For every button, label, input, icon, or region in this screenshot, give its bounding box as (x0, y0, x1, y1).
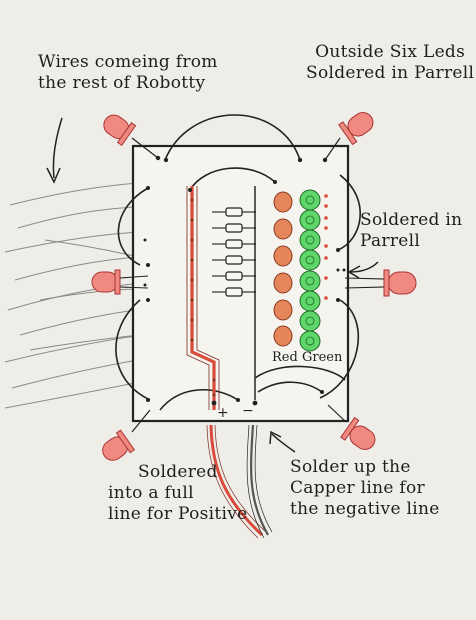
green-led-highlights (305, 195, 315, 346)
led-top-right (338, 112, 374, 146)
parallel-jumper-wires (115, 114, 362, 411)
red-column-label: Red (272, 350, 298, 365)
led-left-middle (91, 269, 121, 295)
resistors (225, 207, 243, 297)
positive-symbol: + (217, 405, 229, 421)
wires-note-line-1: Wires comeing from (38, 52, 218, 72)
green-column-label: Green (302, 350, 343, 365)
soldered-parallel-note-line-1: Soldered in (360, 210, 463, 230)
positive-rail (190, 186, 216, 410)
positive-lead-wire (209, 424, 264, 537)
led-bottom-left (102, 429, 136, 461)
green-led-column (299, 189, 321, 352)
outside-leds-note-line-1: Outside Six Leds (315, 42, 466, 62)
solder-points (143, 155, 346, 406)
outside-leds (91, 112, 417, 461)
annotation-arrows (46, 117, 379, 453)
negative-lead-outline (246, 424, 273, 539)
soldered-parallel-note: Soldered in Parrell (360, 210, 462, 252)
led-bottom-right (340, 416, 376, 450)
wires-note-line-2: the rest of Robotty (38, 73, 206, 93)
negative-note-line-1: Solder up the (290, 457, 411, 477)
positive-note: Soldered into a full line for Positive (108, 462, 248, 525)
positive-note-line-2: into a full (108, 483, 194, 503)
outside-leds-note-line-2: Soldered in Parrell (306, 63, 475, 83)
red-led-column (273, 191, 293, 347)
positive-rail-dots (190, 198, 216, 397)
positive-rail-outline (186, 186, 220, 410)
led-right-middle (383, 269, 417, 297)
led-top-left (103, 114, 137, 146)
positive-note-line-3: line for Positive (108, 504, 248, 524)
wires-note: Wires comeing from the rest of Robotty (38, 52, 218, 94)
outside-leds-note: Outside Six Leds Soldered in Parrell (306, 42, 474, 84)
positive-note-line-1: Soldered (138, 462, 218, 482)
positive-lead-outline (206, 424, 267, 539)
polarity-marks (324, 194, 328, 300)
negative-note-line-3: the negative line (290, 499, 440, 519)
soldered-parallel-note-line-2: Parrell (360, 231, 421, 251)
resistor-leads (212, 211, 256, 293)
negative-note-line-2: Capper line for (290, 478, 425, 498)
negative-lead-wire (250, 424, 269, 536)
negative-symbol: − (242, 403, 254, 419)
negative-note: Solder up the Capper line for the negati… (290, 457, 440, 520)
